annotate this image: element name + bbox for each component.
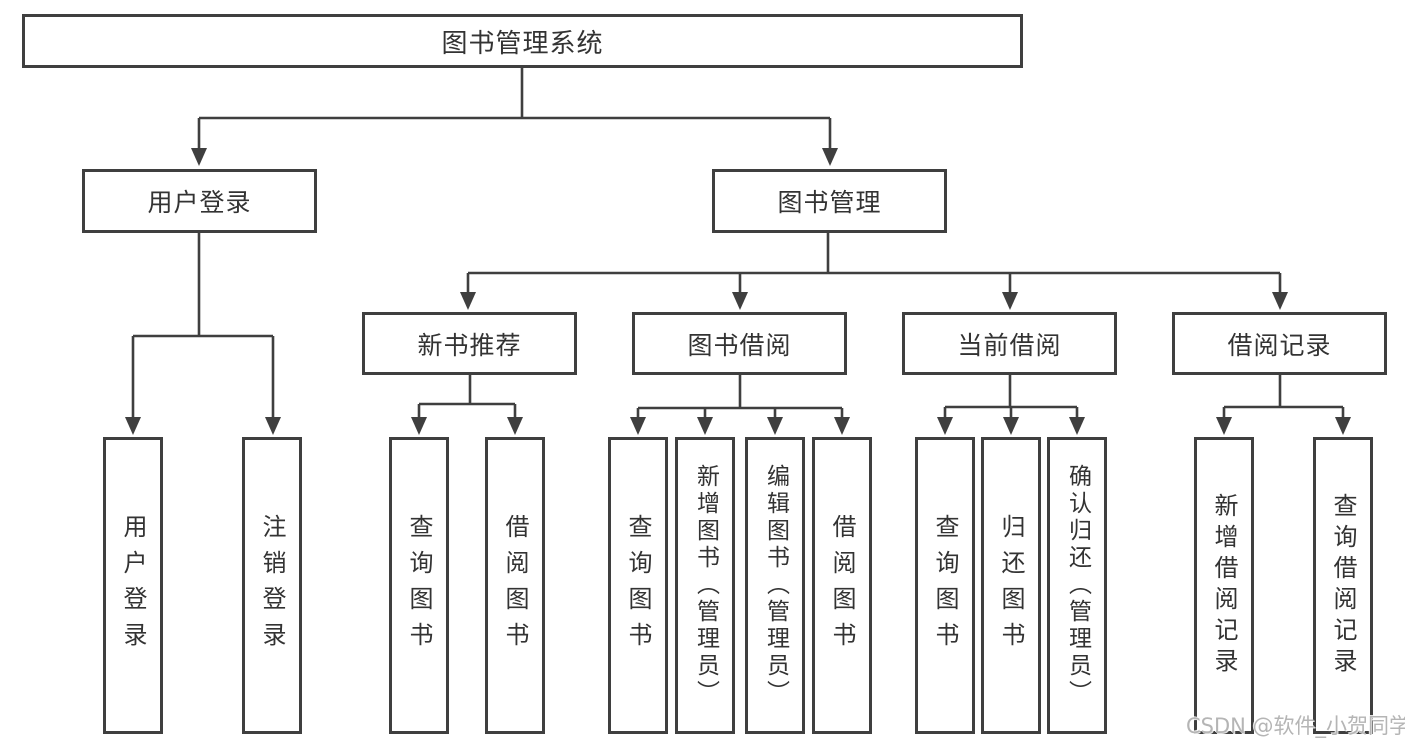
node-leaf-query-books-recommend: 查询图书 bbox=[389, 437, 449, 734]
node-leaf-return-books: 归还图书 bbox=[981, 437, 1041, 734]
node-leaf-edit-books-admin: 编辑图书（管理员） bbox=[745, 437, 805, 734]
node-label: 用户登录 bbox=[147, 188, 252, 217]
node-label: 确认归还（管理员） bbox=[1064, 464, 1091, 707]
node-leaf-logout: 注销登录 bbox=[242, 437, 302, 734]
node-leaf-query-books-borrowing: 查询图书 bbox=[608, 437, 668, 734]
node-leaf-borrow-books-recommend: 借阅图书 bbox=[485, 437, 545, 734]
node-label: 查询图书 bbox=[624, 513, 652, 658]
node-label: 查询借阅记录 bbox=[1329, 492, 1357, 679]
node-borrowing-records: 借阅记录 bbox=[1172, 312, 1387, 375]
node-user-login: 用户登录 bbox=[82, 169, 317, 233]
node-leaf-query-borrow-record: 查询借阅记录 bbox=[1313, 437, 1373, 734]
node-leaf-add-borrow-record: 新增借阅记录 bbox=[1194, 437, 1254, 734]
node-leaf-add-books-admin: 新增图书（管理员） bbox=[675, 437, 735, 734]
node-label: 新书推荐 bbox=[417, 330, 522, 360]
node-label: 编辑图书（管理员） bbox=[762, 464, 789, 707]
node-leaf-user-login: 用户登录 bbox=[103, 437, 163, 734]
node-label: 图书管理 bbox=[777, 188, 882, 217]
node-label: 借阅记录 bbox=[1227, 330, 1332, 360]
csdn-watermark: CSDN @软件_小贺同学 bbox=[1186, 714, 1405, 738]
node-book-borrowing: 图书借阅 bbox=[632, 312, 847, 375]
node-label: 新增图书（管理员） bbox=[692, 464, 719, 707]
node-new-book-recommend: 新书推荐 bbox=[362, 312, 577, 375]
node-leaf-query-books-current: 查询图书 bbox=[915, 437, 975, 734]
node-leaf-borrow-books-borrowing: 借阅图书 bbox=[812, 437, 872, 734]
node-label: 用户登录 bbox=[119, 513, 147, 658]
node-root-library-system: 图书管理系统 bbox=[22, 14, 1023, 68]
node-label: 新增借阅记录 bbox=[1210, 492, 1238, 679]
node-label: 查询图书 bbox=[405, 513, 433, 658]
node-label: 图书借阅 bbox=[687, 330, 792, 360]
node-leaf-confirm-return-admin: 确认归还（管理员） bbox=[1047, 437, 1107, 734]
node-label: 图书管理系统 bbox=[441, 28, 604, 59]
node-label: 查询图书 bbox=[931, 513, 959, 658]
node-label: 当前借阅 bbox=[957, 330, 1062, 360]
node-label: 借阅图书 bbox=[828, 513, 856, 658]
node-label: 注销登录 bbox=[258, 513, 286, 658]
node-current-borrowing: 当前借阅 bbox=[902, 312, 1117, 375]
node-label: 借阅图书 bbox=[501, 513, 529, 658]
node-label: 归还图书 bbox=[997, 513, 1025, 658]
node-book-management: 图书管理 bbox=[712, 169, 947, 233]
